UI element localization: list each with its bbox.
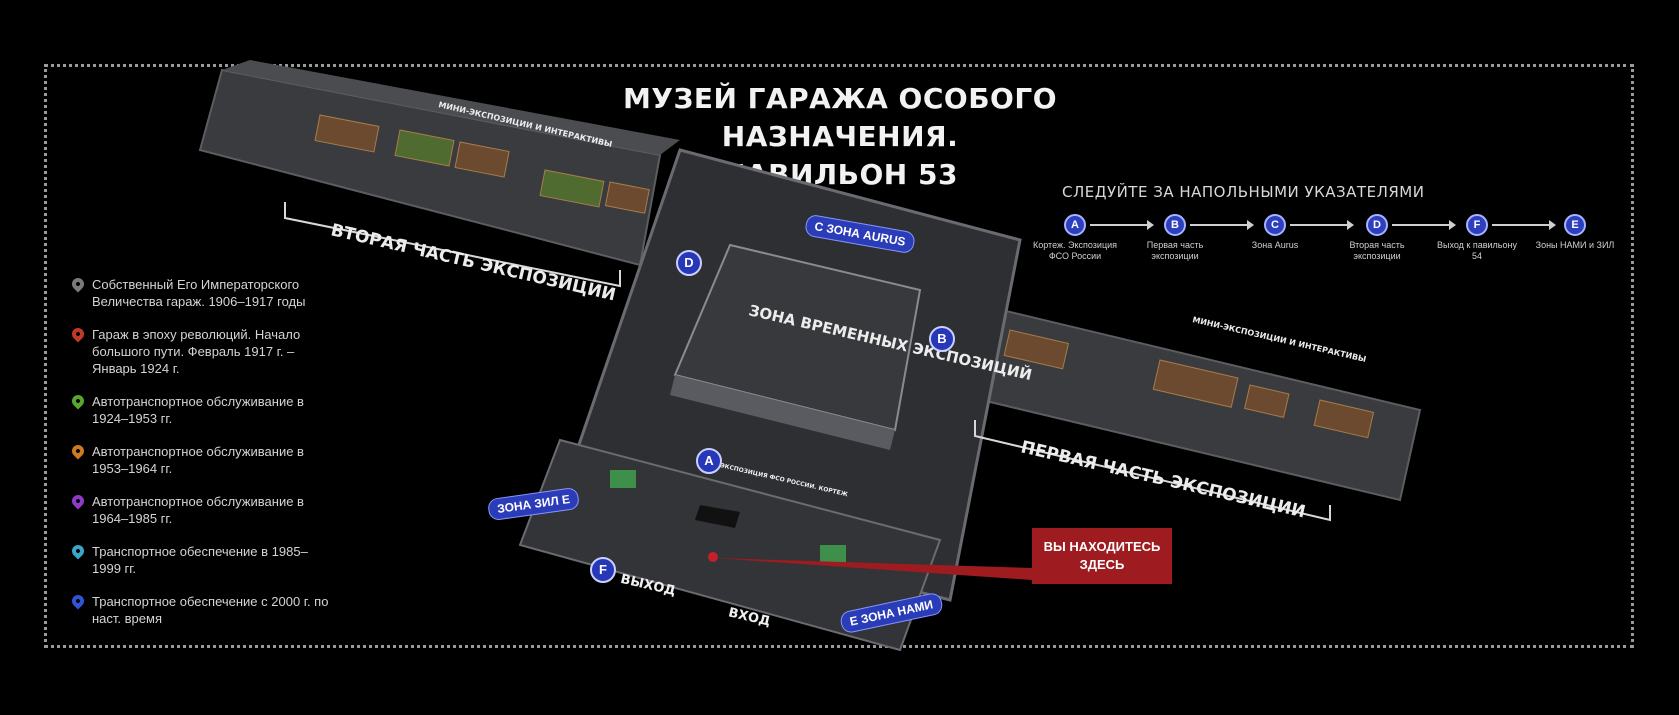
era-legend: Собственный Его Императорского Величеств… bbox=[69, 275, 330, 643]
legend-item: Транспортное обеспечение с 2000 г. по на… bbox=[69, 592, 330, 627]
route-arrow bbox=[1392, 220, 1456, 230]
elevator-icon bbox=[820, 545, 846, 563]
car-icon bbox=[695, 505, 740, 528]
legend-item: Гараж в эпоху революций. Начало большого… bbox=[69, 325, 330, 377]
marker-c: C bbox=[813, 219, 825, 235]
marker-e-nami: E bbox=[848, 613, 860, 629]
route-heading: СЛЕДУЙТЕ ЗА НАПОЛЬНЫМИ УКАЗАТЕЛЯМИ bbox=[1062, 183, 1425, 201]
route-arrow bbox=[1290, 220, 1354, 230]
page-title: МУЗЕЙ ГАРАЖА ОСОБОГО НАЗНАЧЕНИЯ. ПАВИЛЬО… bbox=[623, 82, 1057, 191]
marker-b: B bbox=[929, 326, 955, 352]
legend-item: Автотранспортное обслуживание в 1964–198… bbox=[69, 492, 330, 527]
restroom-icon bbox=[610, 470, 636, 488]
marker-a: A bbox=[696, 448, 722, 474]
you-are-here-pointer bbox=[715, 558, 1032, 580]
legend-item: Автотранспортное обслуживание в 1924–195… bbox=[69, 392, 330, 427]
marker-d: D bbox=[676, 250, 702, 276]
route-arrow bbox=[1190, 220, 1254, 230]
mini-expo-label-2: МИНИ-ЭКСПОЗИЦИИ И ИНТЕРАКТИВЫ bbox=[1192, 315, 1368, 364]
legend-item: Автотранспортное обслуживание в 1953–196… bbox=[69, 442, 330, 477]
legend-item: Транспортное обеспечение в 1985–1999 гг. bbox=[69, 542, 330, 577]
route-arrow bbox=[1492, 220, 1556, 230]
legend-item: Собственный Его Императорского Величеств… bbox=[69, 275, 330, 310]
dotted-frame bbox=[44, 64, 1634, 648]
left-wing-rooms bbox=[314, 114, 650, 214]
right-wing-rooms bbox=[1003, 329, 1375, 439]
marker-f: F bbox=[590, 557, 616, 583]
marker-e-zil: E bbox=[561, 491, 571, 507]
route-arrow bbox=[1090, 220, 1154, 230]
you-are-here-dot bbox=[708, 552, 718, 562]
you-are-here-callout: ВЫ НАХОДИТЕСЬ ЗДЕСЬ bbox=[1032, 528, 1172, 584]
